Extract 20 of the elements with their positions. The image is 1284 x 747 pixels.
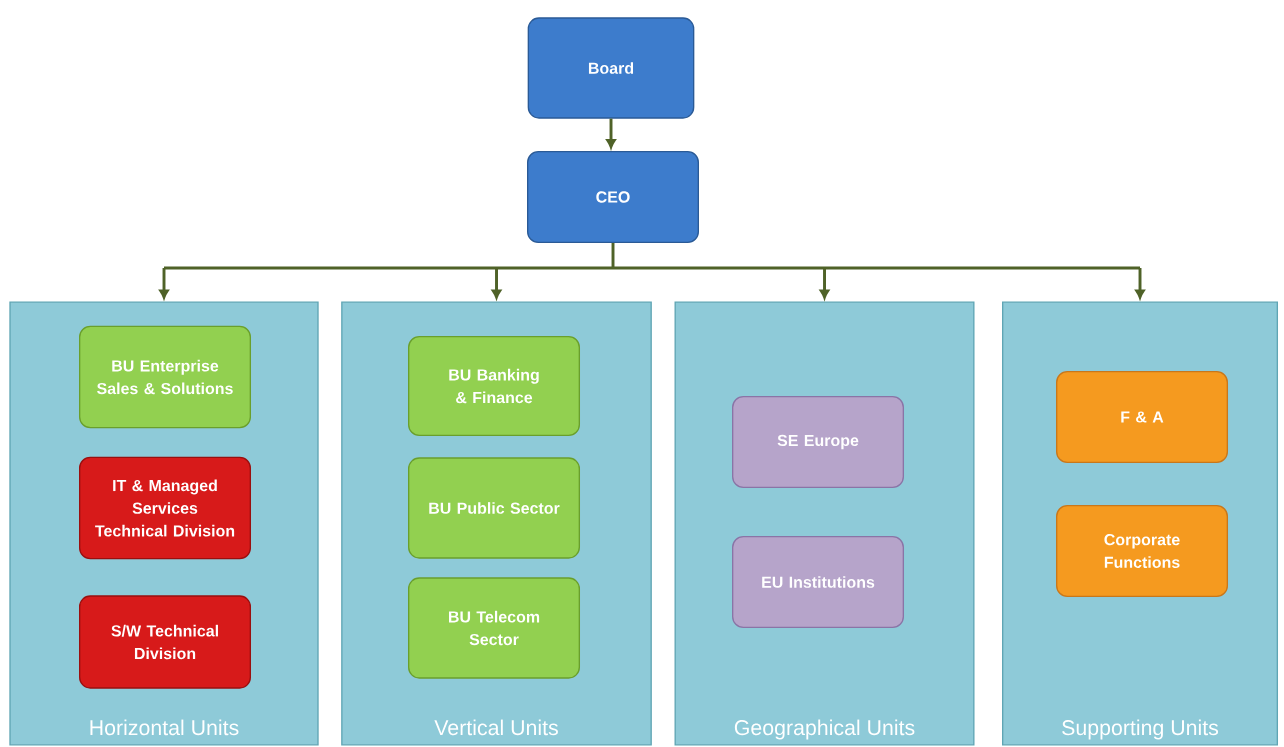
unit-box: S/W Technical Division	[79, 595, 251, 689]
unit-box: F & A	[1056, 371, 1228, 463]
unit-box: BU Telecom Sector	[408, 577, 580, 679]
panel-heading: Vertical Units	[434, 719, 558, 736]
connector-arrow	[606, 118, 616, 149]
unit-box: BU Public Sector	[408, 457, 580, 559]
unit-box: Board	[527, 17, 695, 119]
panel-heading: Geographical Units	[734, 719, 915, 740]
panel-heading: Horizontal Units	[90, 719, 239, 736]
unit-box: IT & Managed Services Technical Division	[79, 456, 251, 560]
connector-arrow	[159, 268, 169, 299]
unit-box: Corporate Functions	[1056, 505, 1228, 597]
connector-arrow	[1135, 268, 1145, 299]
unit-box: SE Europe	[732, 396, 904, 488]
unit-box: EU Institutions	[732, 536, 904, 628]
unit-box: BU Enterprise Sales & Solutions	[79, 325, 251, 429]
unit-box: CEO	[527, 151, 699, 243]
panel-heading: Supporting Units	[1062, 719, 1219, 740]
unit-box: BU Banking & Finance	[408, 336, 580, 436]
connector-line	[162, 241, 1142, 270]
